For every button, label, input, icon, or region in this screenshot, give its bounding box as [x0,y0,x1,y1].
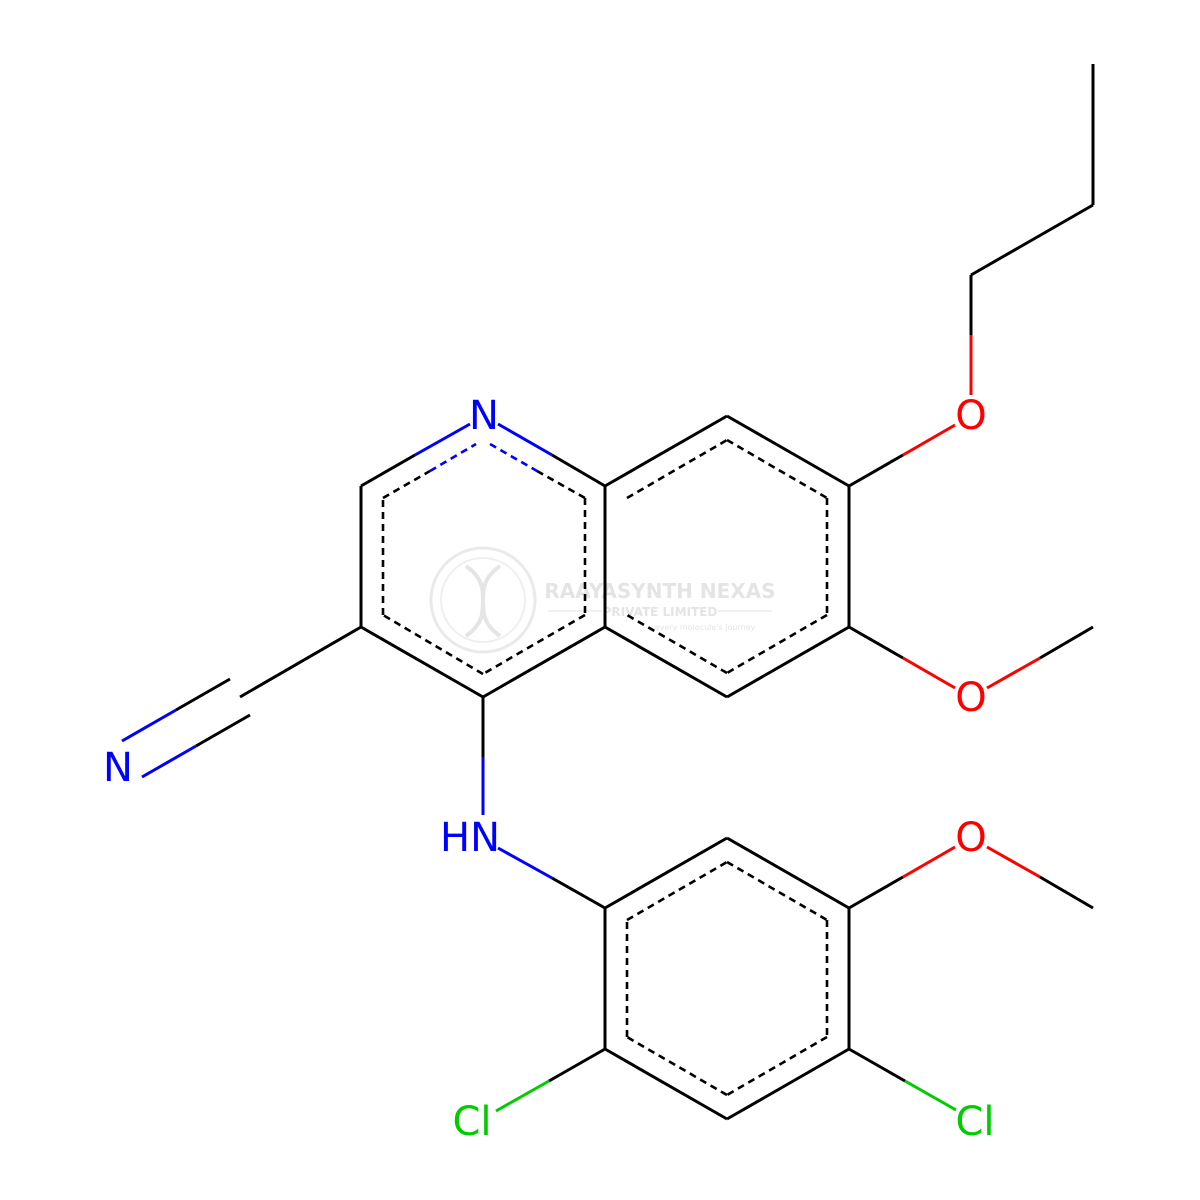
atom-label-oxygen-methoxy-quinoline: O [955,675,986,721]
watermark-company-name: RAAYASYNTH NEXAS [544,579,775,603]
watermark-seal-icon [429,546,537,654]
methoxy-group-quinoline [848,625,1094,690]
methoxy-group-aniline [848,845,1094,910]
atom-label-chlorine-left: Cl [452,1099,491,1145]
amine-linker [481,697,606,910]
atom-label-nitrile-nitrogen: N [103,745,133,791]
watermark-tagline: every molecule's journey [655,623,756,632]
dna-helix-icon [464,564,502,638]
watermark-subtitle: PRIVATE LIMITED [603,605,718,619]
quinoline-ring [359,414,851,699]
watermark-logo: RAAYASYNTH NEXAS PRIVATE LIMITED every m… [429,546,776,654]
propoxy-group [848,64,1095,488]
atom-label-oxygen-propoxy: O [955,393,986,439]
chlorine-bonds [495,1047,957,1113]
atom-label-ring-nitrogen: N [469,393,499,439]
dichlorophenyl-ring [603,836,851,1121]
atom-label-chlorine-right: Cl [955,1099,994,1145]
atom-label-amine: HN [440,815,500,861]
nitrile-group [121,625,362,779]
atom-label-oxygen-methoxy-aniline: O [955,815,986,861]
